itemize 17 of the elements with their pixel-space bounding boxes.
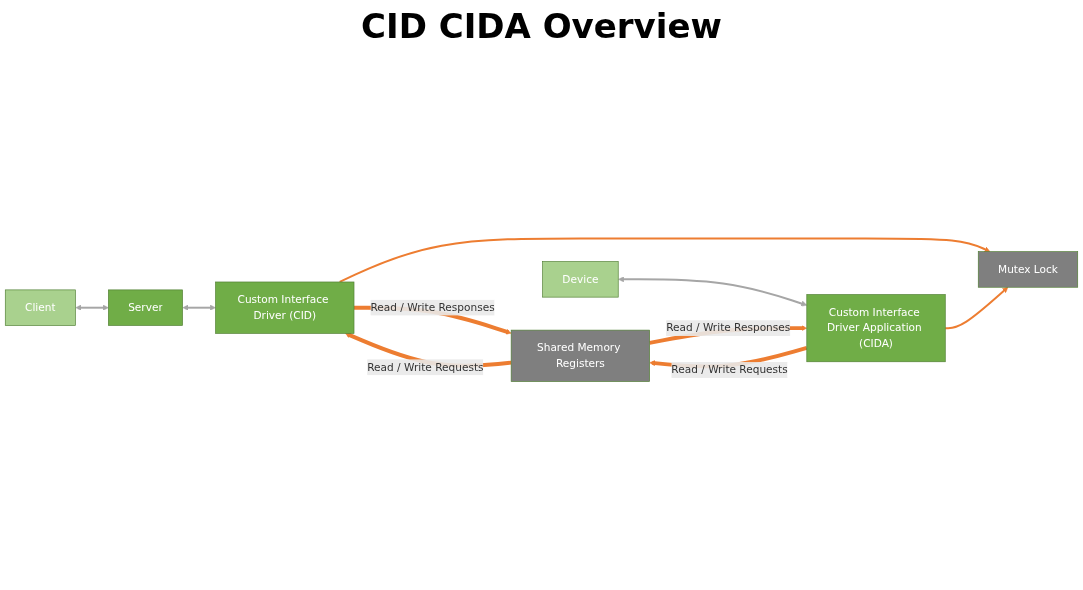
arrow: [75, 304, 109, 311]
node-box: Mutex Lock: [977, 251, 1079, 288]
arrow: [338, 237, 991, 283]
node-box: Device: [542, 261, 619, 298]
arrow: [618, 276, 808, 307]
node-box: Custom Interface Driver (CID): [215, 281, 355, 334]
arrow: [182, 304, 216, 311]
node-box: Shared Memory Registers: [510, 329, 650, 382]
node-box: Client: [4, 289, 76, 326]
node-box: Custom Interface Driver Application (CIDA): [806, 294, 946, 363]
diagram-title: CID CIDA Overview: [360, 6, 723, 46]
edge-label: Read / Write Requests: [671, 363, 788, 376]
edge-label: Read / Write Responses: [370, 301, 495, 314]
node-box: Server: [108, 289, 183, 326]
edge-label: Read / Write Responses: [666, 321, 791, 335]
edge-label: Read / Write Requests: [367, 360, 484, 374]
arrow: [944, 287, 1009, 330]
